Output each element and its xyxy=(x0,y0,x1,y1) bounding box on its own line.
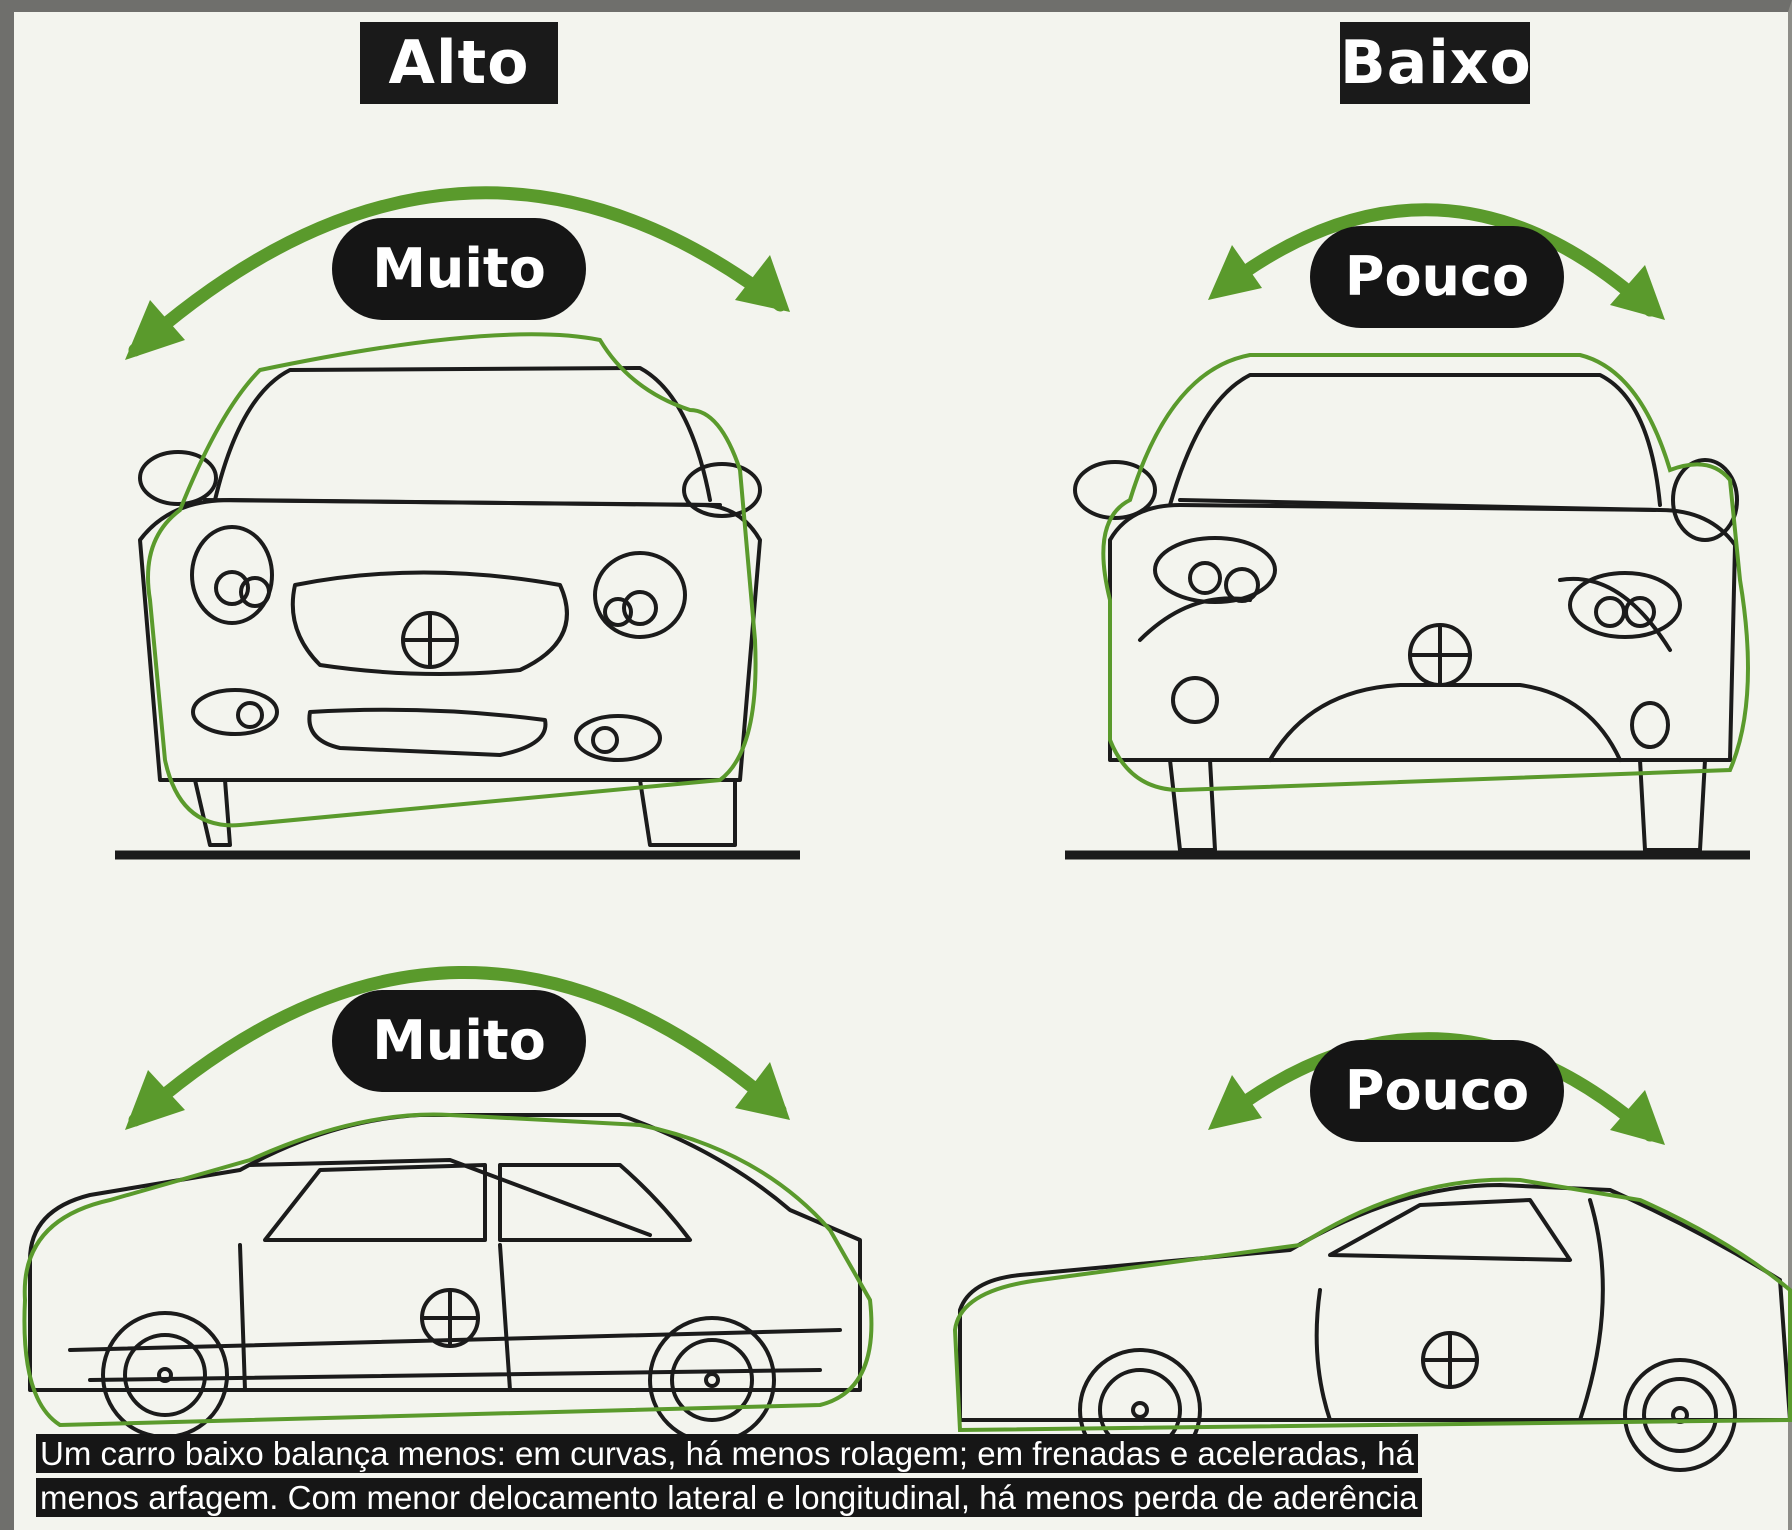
caption: Um carro baixo balança menos: em curvas,… xyxy=(36,1432,1776,1520)
arrow-roll-high xyxy=(125,186,790,360)
label-side-low: Pouco xyxy=(1310,1040,1564,1142)
car-side-low xyxy=(958,1183,1792,1472)
arrow-pitch-high xyxy=(125,965,790,1130)
caption-line-2: menos arfagem. Com menor delocamento lat… xyxy=(36,1478,1422,1517)
pitched-body-outline-low xyxy=(952,1177,1792,1433)
tilted-body-outline xyxy=(146,332,758,828)
tilted-body-outline-low xyxy=(1101,353,1750,793)
car-front-high xyxy=(138,366,762,847)
label-front-high: Muito xyxy=(332,218,586,320)
arrow-pitch-low xyxy=(1208,1032,1665,1145)
pitched-body-outline xyxy=(22,1112,874,1428)
label-front-low: Pouco xyxy=(1310,226,1564,328)
arrow-roll-low xyxy=(1208,203,1665,320)
car-side-high xyxy=(28,1113,862,1444)
heading-high: Alto xyxy=(360,22,558,104)
label-side-high: Muito xyxy=(332,990,586,1092)
caption-line-1: Um carro baixo balança menos: em curvas,… xyxy=(36,1434,1418,1473)
heading-low: Baixo xyxy=(1340,22,1531,104)
car-front-low xyxy=(1073,373,1739,852)
